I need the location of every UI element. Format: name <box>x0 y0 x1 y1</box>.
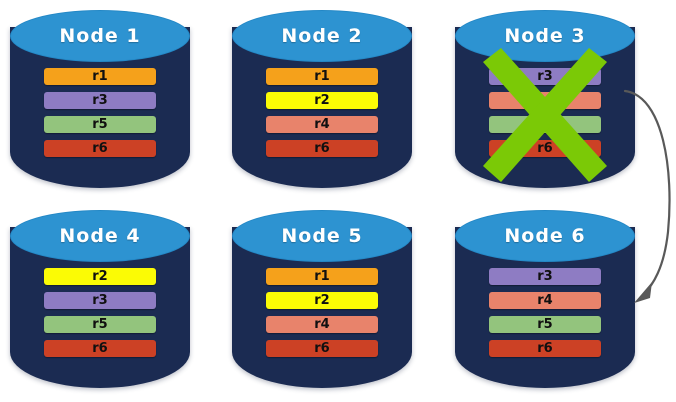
record-bar[interactable]: r3 <box>489 68 601 85</box>
record-bar[interactable]: r4 <box>489 292 601 309</box>
record-list: r1 r2 r4 r6 <box>266 268 378 364</box>
node-title: Node 1 <box>59 25 141 47</box>
node-3[interactable]: Node 3 r3 r4 r5 r6 <box>455 10 635 188</box>
node-1[interactable]: Node 1 r1 r3 r5 r6 <box>10 10 190 188</box>
record-bar[interactable]: r4 <box>266 316 378 333</box>
record-bar[interactable]: r1 <box>44 68 156 85</box>
record-list: r2 r3 r5 r6 <box>44 268 156 364</box>
cylinder-top <box>10 210 190 262</box>
record-bar[interactable]: r5 <box>44 116 156 133</box>
record-bar[interactable]: r2 <box>44 268 156 285</box>
node-title: Node 2 <box>281 25 363 47</box>
node-6[interactable]: Node 6 r3 r4 r5 r6 <box>455 210 635 388</box>
record-bar[interactable]: r2 <box>266 92 378 109</box>
record-bar[interactable]: r4 <box>266 116 378 133</box>
record-list: r3 r4 r5 r6 <box>489 268 601 364</box>
node-5[interactable]: Node 5 r1 r2 r4 r6 <box>232 210 412 388</box>
record-bar[interactable]: r1 <box>266 268 378 285</box>
cylinder-top <box>10 10 190 62</box>
record-bar[interactable]: r6 <box>489 140 601 157</box>
record-bar[interactable]: r6 <box>266 340 378 357</box>
record-list: r3 r4 r5 r6 <box>489 68 601 164</box>
node-title: Node 4 <box>59 225 141 247</box>
cylinder-top <box>455 210 635 262</box>
record-list: r1 r2 r4 r6 <box>266 68 378 164</box>
record-bar[interactable]: r5 <box>489 316 601 333</box>
record-bar[interactable]: r6 <box>44 340 156 357</box>
record-bar[interactable]: r6 <box>44 140 156 157</box>
cylinder-top <box>232 210 412 262</box>
record-bar[interactable]: r6 <box>266 140 378 157</box>
record-bar[interactable]: r5 <box>44 316 156 333</box>
record-bar[interactable]: r3 <box>44 92 156 109</box>
record-bar[interactable]: r3 <box>489 268 601 285</box>
node-title: Node 5 <box>281 225 363 247</box>
record-list: r1 r3 r5 r6 <box>44 68 156 164</box>
record-bar[interactable]: r6 <box>489 340 601 357</box>
cylinder-top <box>232 10 412 62</box>
record-bar[interactable]: r5 <box>489 116 601 133</box>
node-4[interactable]: Node 4 r2 r3 r5 r6 <box>10 210 190 388</box>
node-2[interactable]: Node 2 r1 r2 r4 r6 <box>232 10 412 188</box>
record-bar[interactable]: r4 <box>489 92 601 109</box>
record-bar[interactable]: r3 <box>44 292 156 309</box>
node-title: Node 3 <box>504 25 586 47</box>
record-bar[interactable]: r1 <box>266 68 378 85</box>
record-bar[interactable]: r2 <box>266 292 378 309</box>
node-title: Node 6 <box>504 225 586 247</box>
